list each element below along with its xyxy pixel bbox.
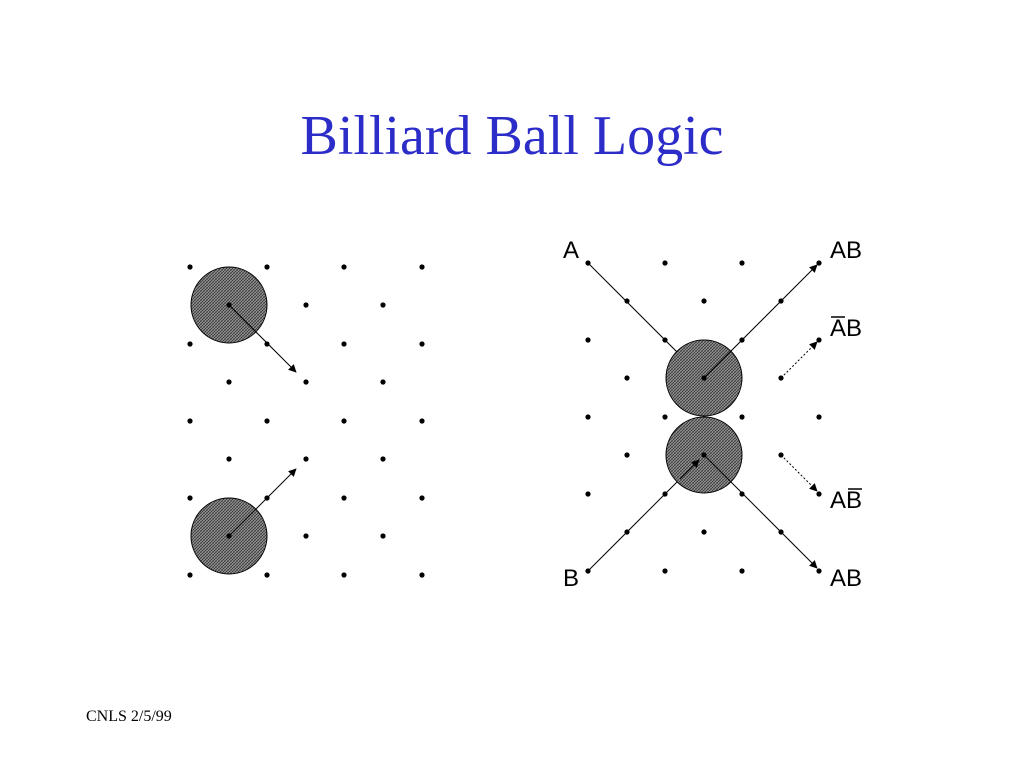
output-label-ab-top: AB [830, 237, 862, 264]
output-label-ab-bottom: AB [830, 565, 862, 592]
input-label-a: A [563, 237, 579, 264]
velocity-arrow-bottom-left [228, 468, 297, 537]
trajectory-anotb-out [780, 454, 818, 492]
trajectory-ab-top-out [703, 264, 818, 379]
left-diagram [187, 264, 425, 578]
velocity-arrow-top-left [228, 304, 297, 373]
footer-text: CNLS 2/5/99 [86, 708, 172, 725]
trajectory-b-arrow [679, 459, 700, 480]
output-label-notab: AB [830, 315, 862, 342]
input-label-b: B [563, 565, 579, 592]
trajectory-ab-bottom-out [703, 454, 818, 569]
output-label-anotb: AB [830, 487, 862, 514]
trajectory-notab-out [780, 341, 818, 379]
slide-title: Billiard Ball Logic [300, 105, 724, 167]
right-diagram: A B AB AB AB AB [563, 237, 862, 592]
